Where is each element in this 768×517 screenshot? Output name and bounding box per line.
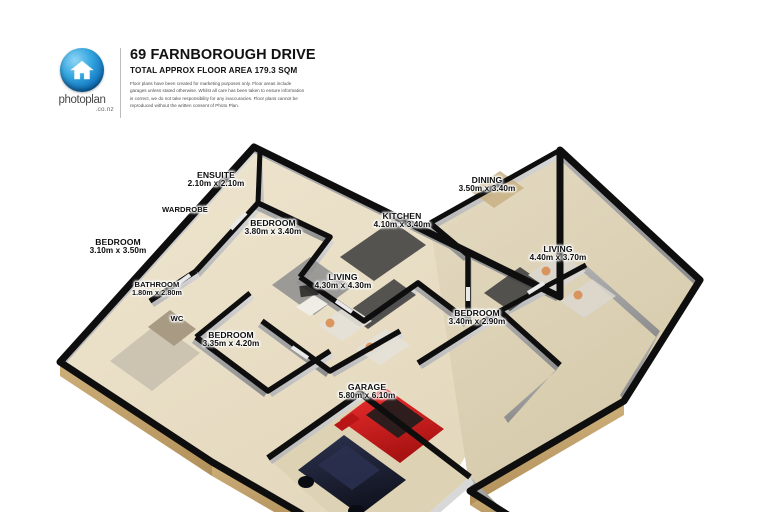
- disclaimer-text: Floor plans have been created for market…: [130, 80, 305, 108]
- floorplan-svg: [56, 143, 704, 517]
- wall-tops: [56, 143, 704, 517]
- page-title: 69 FARNBOROUGH DRIVE: [130, 47, 316, 63]
- photoplan-logo: photoplan .co.nz: [46, 46, 118, 124]
- logo-domain: .co.nz: [95, 105, 114, 113]
- title-block: 69 FARNBOROUGH DRIVE TOTAL APPROX FLOOR …: [130, 46, 336, 124]
- logo-wordmark: photoplan: [58, 94, 106, 106]
- header-divider: [120, 48, 121, 118]
- floorplan-render: ENSUITE 2.10m x 2.10m WARDROBE BEDROOM 3…: [0, 125, 768, 517]
- openings: [174, 211, 546, 360]
- car-navy: [298, 435, 406, 517]
- plan-header: photoplan .co.nz 69 FARNBOROUGH DRIVE TO…: [46, 46, 336, 124]
- house-badge-icon: [60, 48, 104, 92]
- floor-area-text: TOTAL APPROX FLOOR AREA 179.3 SQM: [130, 65, 298, 75]
